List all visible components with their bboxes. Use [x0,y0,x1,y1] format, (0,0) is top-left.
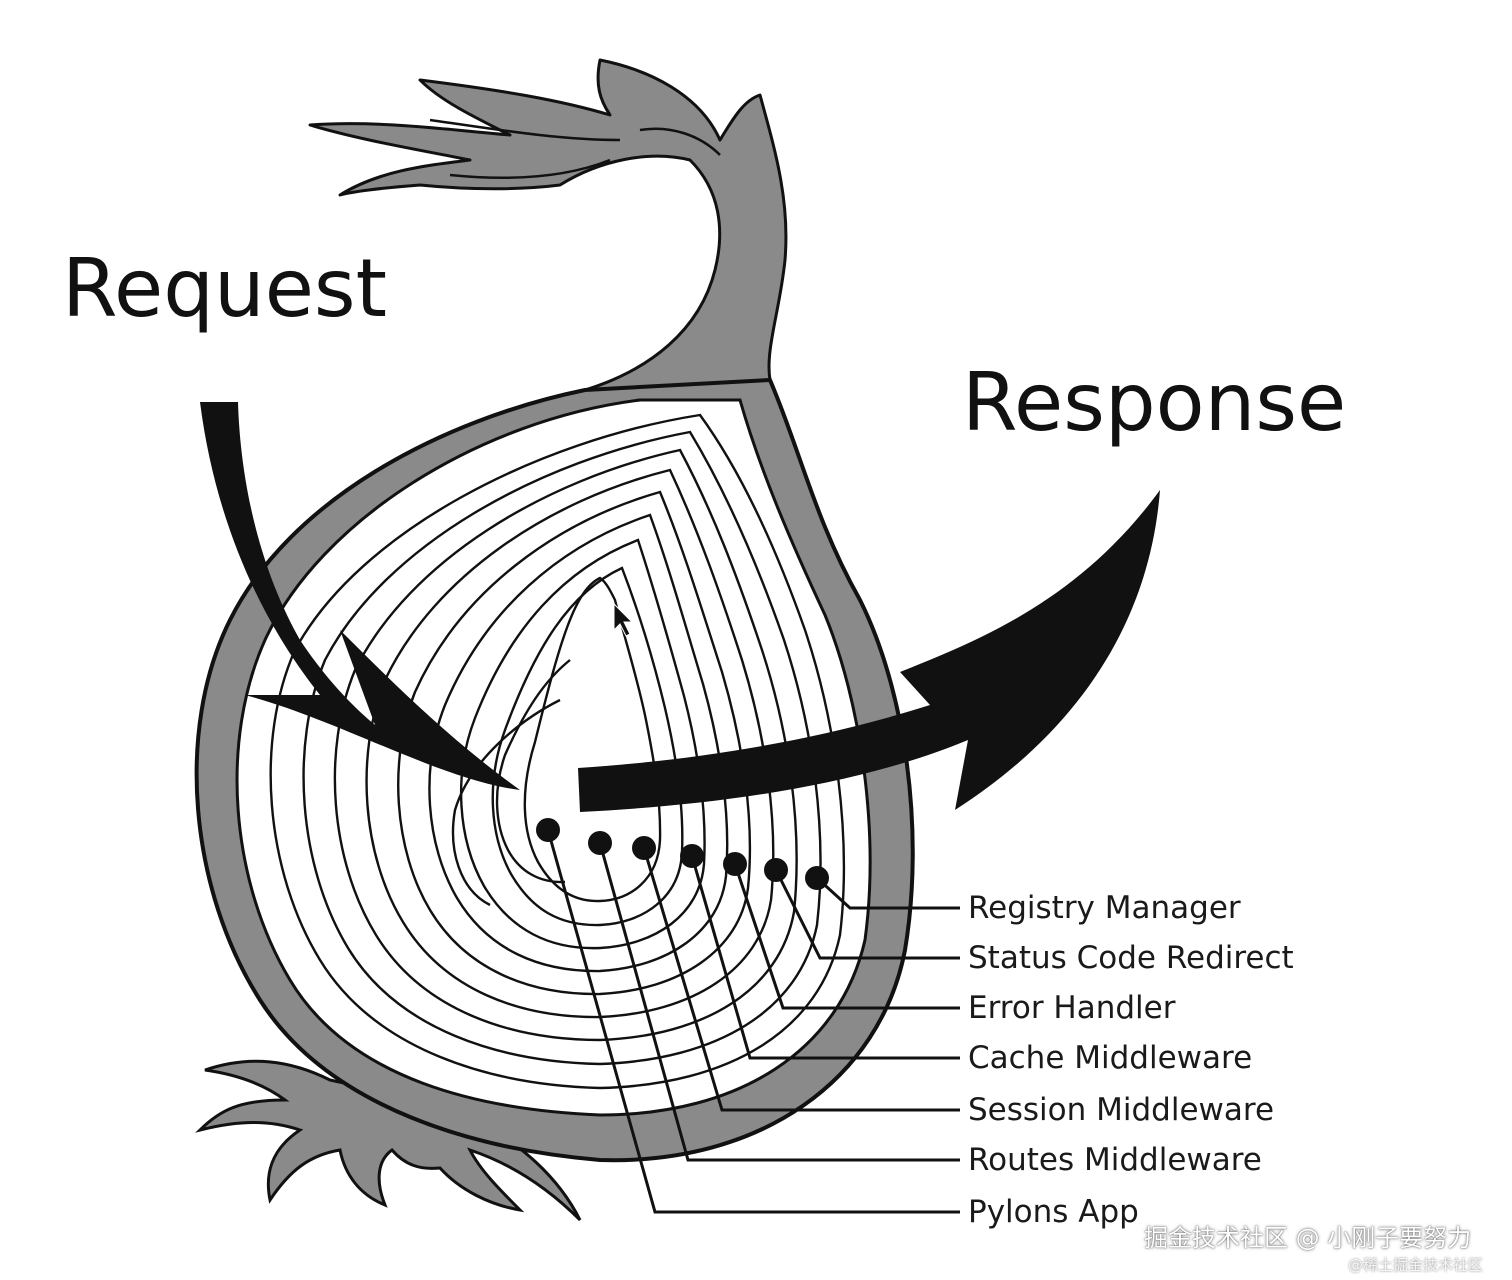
layer-label-session-middleware: Session Middleware [968,1092,1274,1128]
leader-line-routes-middleware [598,842,960,1162]
leader-line-cache-middleware [690,855,960,1060]
watermark-sub: @稀土掘金技术社区 [1348,1256,1484,1274]
layer-labels: Registry Manager Status Code Redirect Er… [968,890,1294,1230]
layer-dot-session-middleware [632,836,656,860]
leader-lines [546,829,960,1214]
layer-dot-error-handler [723,852,747,876]
mouse-pointer-icon [613,602,634,637]
layer-label-error-handler: Error Handler [968,990,1176,1026]
response-arrow [578,490,1160,812]
layer-dot-cache-middleware [680,844,704,868]
layer-dot-registry-manager [805,866,829,890]
onion-rings [269,413,846,1090]
layer-label-status-code-redirect: Status Code Redirect [968,940,1294,976]
layer-label-cache-middleware: Cache Middleware [968,1040,1252,1076]
leader-line-registry-manager [815,876,960,910]
layer-dot-status-code-redirect [764,858,788,882]
request-label: Request [62,242,387,335]
layer-label-pylons-app: Pylons App [968,1194,1139,1230]
watermark-main: 掘金技术社区 @ 小刚子要努力 [1144,1224,1472,1252]
request-arrow [200,402,520,790]
layer-dots [536,818,829,890]
response-label: Response [962,356,1346,449]
onion-roots [195,1059,582,1222]
layer-label-registry-manager: Registry Manager [968,890,1241,926]
leader-line-session-middleware [642,847,960,1112]
leader-line-error-handler [733,863,960,1010]
layer-label-routes-middleware: Routes Middleware [968,1142,1262,1178]
leader-line-status-code-redirect [774,869,960,960]
leader-line-pylons-app [546,829,960,1214]
layer-dot-pylons-app [536,818,560,842]
onion-stem [308,58,788,392]
layer-dot-routes-middleware [588,831,612,855]
